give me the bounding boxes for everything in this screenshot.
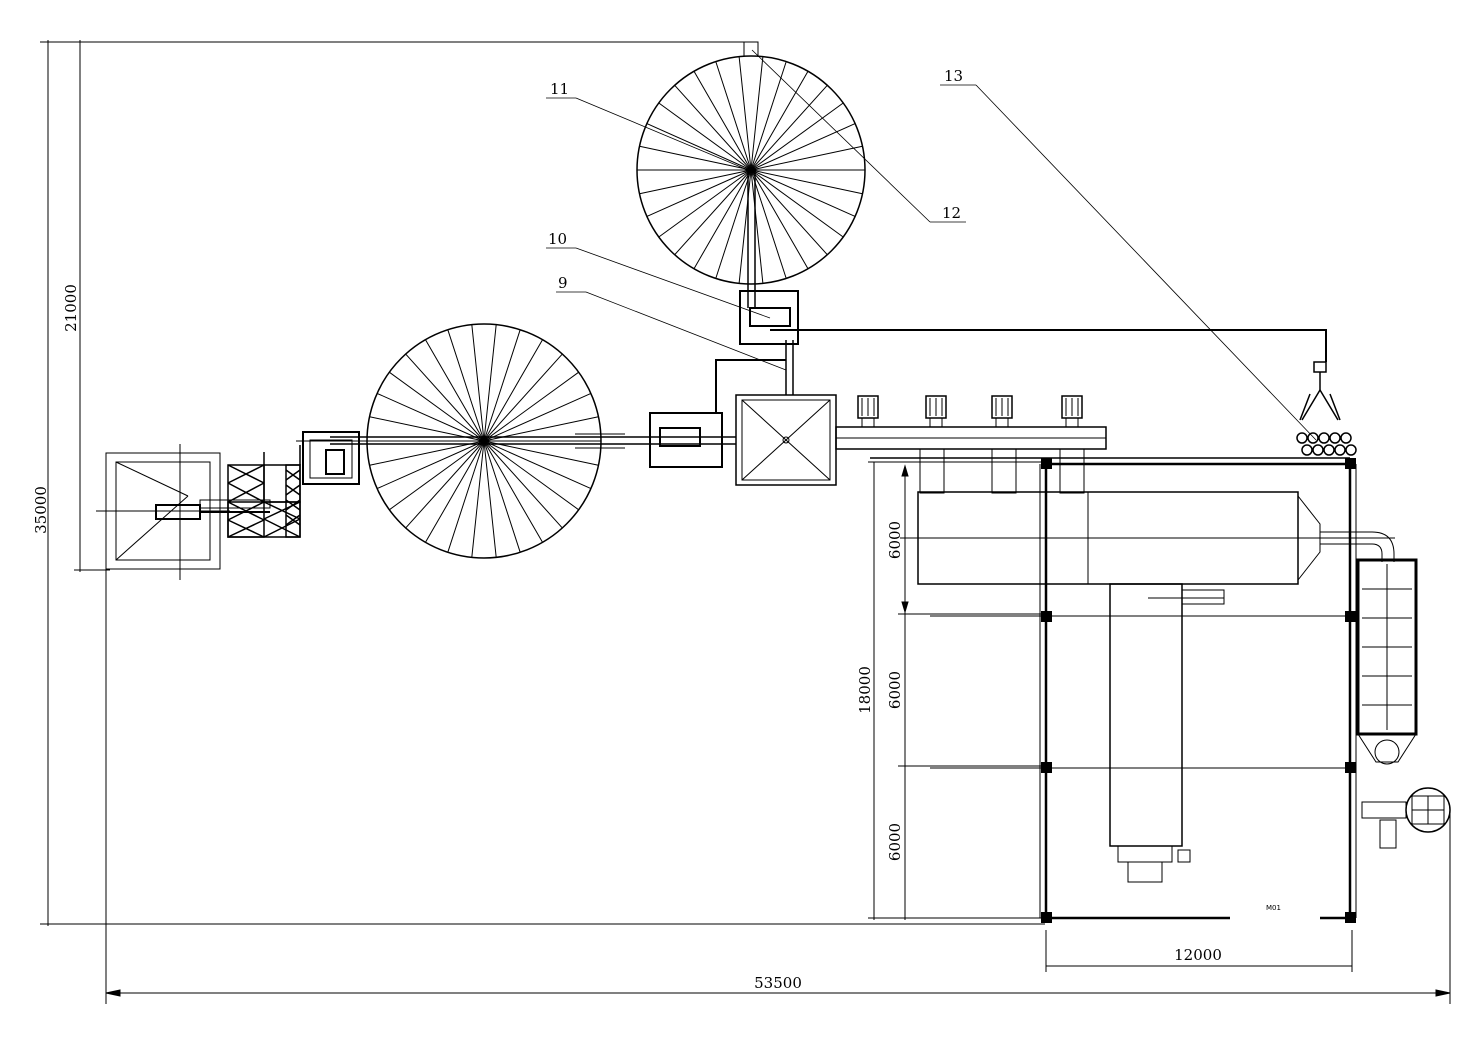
dim-upper-height: 21000 <box>62 284 80 332</box>
top-hatch <box>743 41 759 57</box>
dim-bay-2: 6000 <box>886 671 904 709</box>
callout-10: 10 <box>548 230 567 248</box>
motor-row <box>857 395 1083 428</box>
conveyor-supports <box>919 448 1085 494</box>
dim-building-width: 12000 <box>1174 946 1222 964</box>
callout-leaders <box>546 49 1317 441</box>
dim-total-height: 35000 <box>32 486 50 534</box>
cooler-duct <box>1109 583 1225 883</box>
drive-unit-1 <box>296 431 367 485</box>
callout-13: 13 <box>944 67 963 85</box>
callout-texts: 11 12 10 9 13 M01 <box>548 67 1281 912</box>
bag-filter <box>1356 558 1418 765</box>
dim-bay-3: 6000 <box>886 823 904 861</box>
distribution-box <box>735 394 837 486</box>
dim-bay-1: 6000 <box>886 521 904 559</box>
dryer-drum <box>900 491 1395 585</box>
main-conveyor <box>330 433 736 449</box>
right-conveyor <box>835 426 1107 450</box>
drive-unit-2 <box>649 412 735 468</box>
return-pipe <box>715 329 1327 413</box>
dimension-texts: 35000 21000 53500 12000 18000 6000 6000 … <box>32 284 1222 992</box>
vertical-conveyor <box>739 170 799 395</box>
dim-building-length: 18000 <box>856 666 874 714</box>
induced-fan <box>1361 787 1451 849</box>
building-frame <box>1044 462 1352 920</box>
callout-9: 9 <box>558 274 568 292</box>
feeder-valve <box>1296 361 1357 456</box>
feed-hopper <box>96 444 271 580</box>
rotary-wheel-left <box>366 323 602 559</box>
column-markers <box>1041 458 1356 923</box>
rotary-wheel-top <box>636 55 866 285</box>
callout-11: 11 <box>550 80 569 98</box>
truss-conveyor <box>227 445 301 538</box>
dimension-lines <box>40 40 1451 1004</box>
dim-total-width: 53500 <box>754 974 802 992</box>
callout-12: 12 <box>942 204 961 222</box>
motor-tag: M01 <box>1266 904 1281 912</box>
